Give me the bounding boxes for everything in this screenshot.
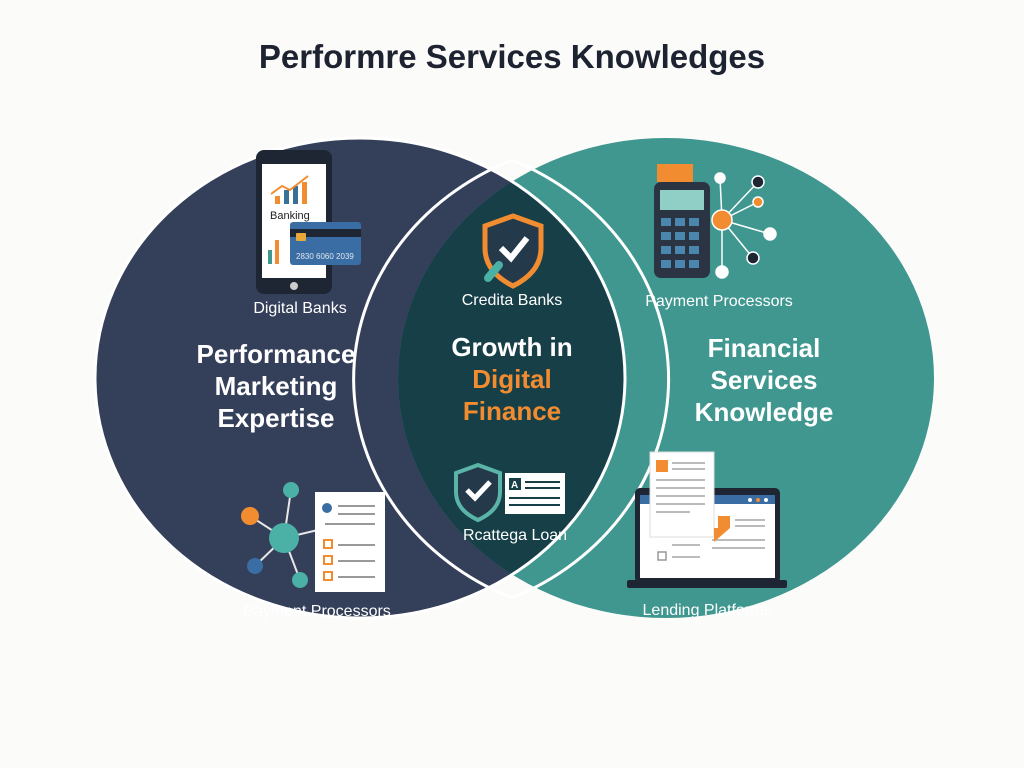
label-rcattega-loan: Rcattega Loan (462, 527, 568, 544)
label-payment-processors-right: Payment Processors (645, 293, 793, 310)
network-checklist-icon (241, 482, 385, 592)
center-heading-line: Growth in (451, 332, 573, 362)
label-credita-banks: Credita Banks (461, 292, 563, 309)
label-digital-banks: Digital Banks (253, 300, 347, 317)
diagram-title: Performre Services Knowledges (258, 38, 766, 75)
right-heading-line: Services (710, 365, 818, 395)
card-number: 2830 6060 2039 (296, 252, 354, 261)
right-heading: Financial Services Knowledge (695, 332, 834, 428)
phone-banking-text: Banking (270, 210, 310, 222)
network-nodes-icon (711, 172, 777, 279)
left-heading-line: Performance (196, 339, 356, 369)
center-heading: Growth in Digital Finance (451, 331, 572, 427)
payment-terminal-icon (654, 164, 710, 278)
svg-text:A: A (511, 480, 518, 491)
credit-card-icon: 2830 6060 2039 (290, 222, 361, 265)
center-heading-line: Finance (462, 396, 562, 426)
laptop-document-icon (627, 451, 787, 588)
left-heading-line: Expertise (217, 403, 335, 433)
left-heading-line: Marketing (214, 371, 338, 401)
shield-check-icon (482, 213, 544, 289)
right-heading-line: Financial (707, 333, 821, 363)
left-heading: Performance Marketing Expertise (197, 338, 356, 434)
label-payment-processors-left: Payment Processors (243, 603, 391, 620)
label-lending-platforms: Lending Platforms (642, 602, 772, 619)
shield-document-icon: A (454, 462, 565, 523)
right-heading-line: Knowledge (694, 397, 834, 427)
center-heading-line: Digital (472, 364, 552, 394)
